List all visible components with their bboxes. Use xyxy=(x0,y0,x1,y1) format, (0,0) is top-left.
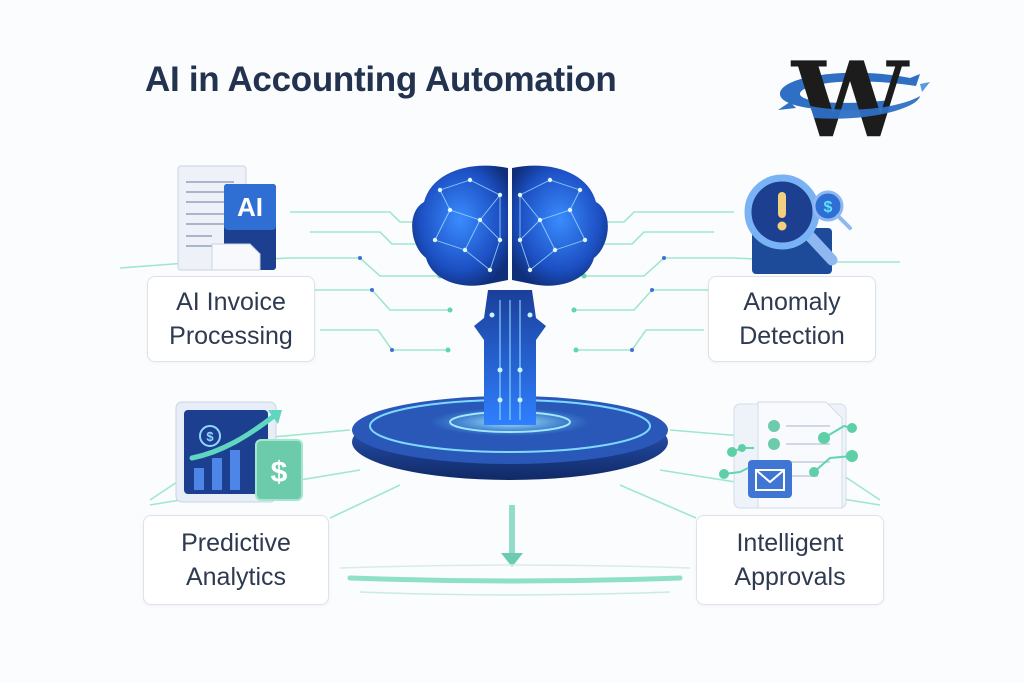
page-title: AI in Accounting Automation xyxy=(145,60,617,99)
feature-label-line1: AI Invoice xyxy=(176,288,286,316)
magnifier-alert-icon: $ xyxy=(728,168,858,278)
ai-document-icon: AI xyxy=(172,162,292,280)
feature-label-line1: Intelligent xyxy=(736,529,844,557)
feature-label-line1: Predictive xyxy=(181,529,291,557)
feature-label-line1: Anomaly xyxy=(743,288,841,316)
flow-bar xyxy=(330,560,700,600)
ai-brain-circuit-icon xyxy=(340,150,680,500)
feature-label-line2: Processing xyxy=(169,322,293,350)
feature-label-line2: Approvals xyxy=(734,563,846,591)
feature-label-line2: Detection xyxy=(739,322,845,350)
svg-text:$: $ xyxy=(824,199,833,216)
svg-text:$: $ xyxy=(271,456,288,489)
svg-text:AI: AI xyxy=(237,192,263,222)
checklist-envelope-icon xyxy=(718,396,866,514)
feature-card-anomaly-detection: Anomaly Detection xyxy=(708,276,876,362)
svg-text:W: W xyxy=(791,38,911,146)
chart-growth-dollar-icon: $ $ xyxy=(172,396,308,506)
w-swoosh-logo-icon: W xyxy=(770,36,930,161)
feature-card-ai-invoice-processing: AI Invoice Processing xyxy=(147,276,315,362)
arrow-down-icon xyxy=(500,505,524,570)
feature-card-intelligent-approvals: Intelligent Approvals xyxy=(696,515,884,605)
feature-label-line2: Analytics xyxy=(185,563,287,591)
svg-text:$: $ xyxy=(206,429,214,444)
feature-card-predictive-analytics: Predictive Analytics xyxy=(143,515,329,605)
